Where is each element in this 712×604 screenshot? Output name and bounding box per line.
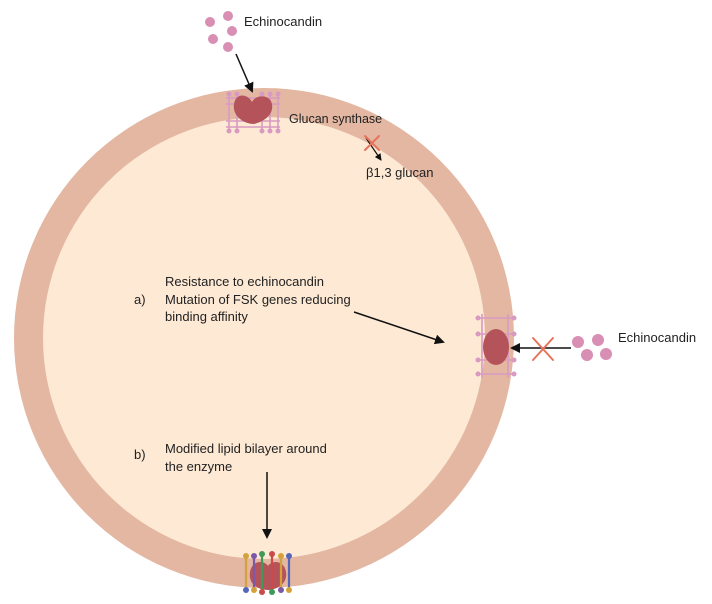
arrow-enzyme-to-glucan: [365, 137, 382, 161]
glucan-synthase-enzyme-right: [475, 314, 517, 378]
drug-particles-right: [572, 334, 612, 361]
x-mark-icon-right: [532, 337, 554, 361]
drug-label-right: Echinocandin: [618, 330, 697, 345]
drug-label-top: Echinocandin: [244, 14, 323, 29]
x-mark-icon-glucan: [364, 135, 380, 151]
mechanism-a-marker: a): [134, 292, 146, 307]
mechanism-a-line-2: Mutation of FSK genes reducing: [165, 292, 351, 307]
arrow-mechanism-a: [353, 311, 445, 345]
drug-particles-top: [205, 11, 237, 52]
mechanism-b-line-1: Modified lipid bilayer around: [165, 441, 327, 456]
enzyme-label: Glucan synthase: [289, 112, 383, 126]
mechanism-a-line-3: binding affinity: [165, 309, 248, 324]
glucan-synthase-enzyme-bottom: [243, 551, 292, 595]
mechanism-a-line-1: Resistance to echinocandin: [165, 274, 324, 289]
arrow-drug-to-enzyme-top: [235, 53, 254, 93]
cytoplasm: [43, 117, 485, 559]
product-label: β1,3 glucan: [366, 165, 434, 180]
mechanism-b-line-2: the enzyme: [165, 459, 233, 474]
mechanism-b-marker: b): [134, 447, 146, 462]
glucan-synthase-enzyme-top: [226, 91, 281, 134]
